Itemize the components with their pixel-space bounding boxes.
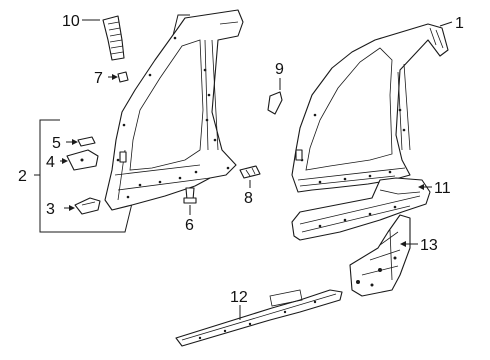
inner-body-side-panel (104, 9, 244, 211)
callout-10: 10 (62, 13, 80, 30)
part-3-bracket (74, 197, 101, 215)
callout-11: 11 (434, 180, 451, 197)
part-4-bracket (66, 149, 99, 171)
callout-9: 9 (275, 61, 284, 78)
part-13-bracket (349, 214, 411, 297)
callout-7: 7 (94, 70, 103, 87)
callout-1: 1 (455, 15, 464, 32)
part-9-bracket (267, 91, 283, 115)
callout-12: 12 (230, 289, 248, 306)
part-10-reinforcement (102, 15, 125, 61)
group-2-bracket (39, 14, 190, 233)
callout-2: 2 (18, 168, 27, 185)
callout-3: 3 (46, 201, 55, 218)
callout-6: 6 (185, 217, 194, 234)
part-12-rail (175, 289, 343, 347)
part-5-pad (77, 136, 96, 147)
part-8-bracket (239, 165, 261, 179)
part-7-clip (117, 71, 129, 83)
callout-13: 13 (420, 237, 438, 254)
callout-5: 5 (52, 135, 61, 152)
callout-8: 8 (244, 190, 253, 207)
part-1-outer-panel (291, 23, 449, 193)
part-6-fastener (183, 187, 197, 204)
callout-4: 4 (46, 154, 55, 171)
leader-1 (439, 21, 453, 27)
part-11-rocker (291, 177, 431, 241)
